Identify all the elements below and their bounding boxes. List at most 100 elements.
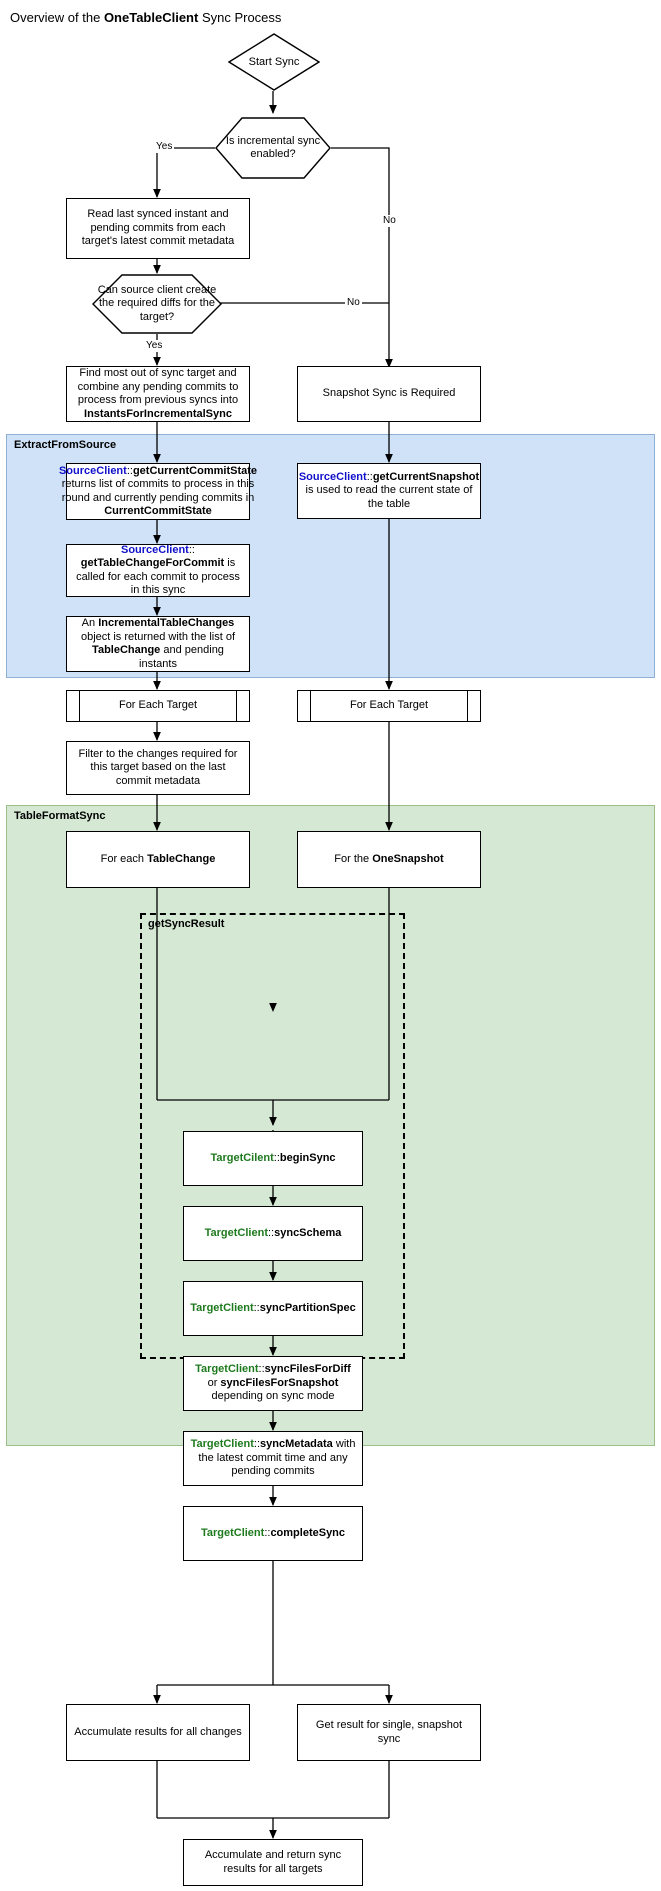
- tgt-class: TargetClient: [190, 1438, 254, 1451]
- page-title: Overview of the OneTableClient Sync Proc…: [10, 10, 281, 26]
- node-read-last-synced: Read last synced instant and pending com…: [66, 198, 250, 259]
- tgt-class: TargetClient: [204, 1226, 268, 1239]
- node-begin-sync-label: TargetCilent::beginSync: [210, 1152, 335, 1166]
- node-sync-partition-spec-label: TargetClient::syncPartitionSpec: [190, 1302, 355, 1316]
- src-method: getCurrentSnapshot: [372, 470, 480, 483]
- node-sync-schema-label: TargetClient::syncSchema: [205, 1227, 342, 1241]
- tgt-class: TargetCilent: [210, 1151, 274, 1164]
- tgt-method: syncPartitionSpec: [259, 1301, 356, 1314]
- itc-mid: object is returned with the list of: [80, 630, 236, 643]
- node-for-each-tablechange-label: For each TableChange: [101, 853, 216, 867]
- node-is-incremental-sync-enabled: Is incremental sync enabled?: [215, 117, 331, 179]
- edge-label-diffs-no: No: [345, 297, 362, 309]
- diamond-shape-icon: [228, 33, 320, 91]
- node-start-sync: Start Sync: [228, 33, 320, 91]
- node-get-current-snapshot-label: SourceClient::getCurrentSnapshot is used…: [299, 471, 479, 512]
- src-class: SourceClient: [298, 470, 367, 483]
- node-sync-schema: TargetClient::syncSchema: [183, 1206, 363, 1261]
- node-filter-changes-label: Filter to the changes required for this …: [78, 747, 238, 787]
- fetc-bold: TableChange: [147, 852, 216, 865]
- node-sync-metadata: TargetClient::syncMetadata with the late…: [183, 1431, 363, 1486]
- node-read-last-synced-label: Read last synced instant and pending com…: [81, 208, 235, 248]
- tgt-body: with the latest commit time and any pend…: [198, 1438, 356, 1478]
- fetc-pre: For each: [100, 852, 148, 865]
- src-sep: ::: [126, 464, 133, 477]
- src-class: SourceClient: [58, 464, 127, 477]
- src-sep: ::: [188, 543, 195, 556]
- itc-post: and pending instants: [139, 644, 224, 670]
- hexagon-shape-icon: [215, 117, 331, 179]
- itc-pre: An: [81, 617, 99, 629]
- node-for-each-tablechange: For each TableChange: [66, 831, 250, 888]
- find-line1: Find most out of sync target and combine…: [77, 367, 239, 406]
- node-complete-sync: TargetClient::completeSync: [183, 1506, 363, 1561]
- node-begin-sync: TargetCilent::beginSync: [183, 1131, 363, 1186]
- src-method: getTableChangeForCommit: [80, 557, 225, 569]
- node-get-current-snapshot: SourceClient::getCurrentSnapshot is used…: [297, 463, 481, 519]
- hexagon-shape-icon: [92, 274, 222, 334]
- node-for-each-target-right-label: For Each Target: [349, 699, 429, 712]
- itc-bold2: TableChange: [92, 644, 161, 656]
- node-accumulate-results-all-changes: Accumulate results for all changes: [66, 1704, 250, 1761]
- node-for-each-target-left-label: For Each Target: [118, 699, 198, 712]
- edge-label-incremental-yes: Yes: [154, 141, 175, 153]
- node-snapshot-sync-required-label: Snapshot Sync is Required: [322, 387, 456, 400]
- find-bold1: InstantsForIncrementalSync: [84, 407, 232, 420]
- title-emphasis: OneTableClient: [103, 10, 199, 25]
- tgt-sep: ::: [253, 1438, 261, 1451]
- src-body: is called for each commit to process in …: [76, 557, 240, 596]
- node-for-the-onesnapshot: For the OneSnapshot: [297, 831, 481, 888]
- tgt-sep: ::: [273, 1151, 280, 1164]
- node-get-current-commit-state-label: SourceClient::getCurrentCommitState retu…: [59, 465, 257, 519]
- node-incremental-table-changes: An IncrementalTableChanges object is ret…: [66, 616, 250, 672]
- edge-label-diffs-yes: Yes: [144, 340, 165, 352]
- tgt-method: syncFilesForDiff: [264, 1363, 351, 1376]
- tgt-sep: ::: [258, 1363, 265, 1376]
- itc-bold1: IncrementalTableChanges: [98, 617, 235, 629]
- node-can-source-client-create-diffs-label: Can source client create the required di…: [97, 283, 217, 323]
- group-label-get-sync-result: getSyncResult: [148, 918, 225, 930]
- node-accumulate-return-all-targets-label: Accumulate and return sync results for a…: [204, 1849, 342, 1875]
- node-for-each-target-right: For Each Target: [297, 690, 481, 722]
- node-incremental-table-changes-label: An IncrementalTableChanges object is ret…: [73, 617, 243, 671]
- ftos-pre: For the: [334, 852, 373, 865]
- tgt-method: beginSync: [279, 1151, 336, 1164]
- tgt-class: TargetClient: [200, 1526, 265, 1539]
- node-get-current-commit-state: SourceClient::getCurrentCommitState retu…: [59, 463, 257, 520]
- node-get-result-snapshot-sync: Get result for single, snapshot sync: [297, 1704, 481, 1761]
- node-accumulate-return-all-targets: Accumulate and return sync results for a…: [183, 1839, 363, 1886]
- node-sync-partition-spec: TargetClient::syncPartitionSpec: [183, 1281, 363, 1336]
- group-label-extract-from-source: ExtractFromSource: [14, 439, 117, 451]
- node-sync-files-label: TargetClient::syncFilesForDiff or syncFi…: [190, 1363, 356, 1404]
- tgt-sep: ::: [253, 1301, 260, 1314]
- src-body: is used to read the current state of the…: [305, 484, 473, 510]
- tgt-sep: ::: [267, 1226, 275, 1239]
- tgt-method: completeSync: [270, 1526, 346, 1539]
- node-complete-sync-label: TargetClient::completeSync: [201, 1527, 345, 1541]
- tgt-bold2: syncFilesForSnapshot: [220, 1376, 339, 1389]
- group-label-table-format-sync: TableFormatSync: [14, 810, 106, 822]
- node-get-result-snapshot-sync-label: Get result for single, snapshot sync: [315, 1719, 463, 1745]
- src-body: returns list of commits to process in th…: [61, 478, 255, 504]
- tgt-mid: or: [207, 1376, 221, 1389]
- group-table-format-sync: TableFormatSync: [6, 805, 655, 1446]
- edge-label-incremental-no: No: [381, 215, 398, 227]
- tgt-class: TargetClient: [190, 1301, 254, 1314]
- node-find-most-out-of-sync: Find most out of sync target and combine…: [66, 366, 250, 422]
- node-is-incremental-sync-enabled-label: Is incremental sync enabled?: [225, 134, 321, 161]
- node-find-most-out-of-sync-label: Find most out of sync target and combine…: [73, 367, 243, 421]
- tgt-sep: ::: [264, 1526, 271, 1539]
- title-prefix: Overview of the: [10, 10, 104, 25]
- node-get-table-change-for-commit-label: SourceClient::getTableChangeForCommit is…: [73, 544, 243, 598]
- tgt-class: TargetClient: [195, 1363, 259, 1376]
- node-filter-changes: Filter to the changes required for this …: [66, 741, 250, 795]
- node-for-each-target-left: For Each Target: [66, 690, 250, 722]
- node-can-source-client-create-diffs: Can source client create the required di…: [92, 274, 222, 334]
- node-get-table-change-for-commit: SourceClient::getTableChangeForCommit is…: [66, 544, 250, 597]
- node-sync-metadata-label: TargetClient::syncMetadata with the late…: [190, 1438, 356, 1479]
- tgt-method: syncMetadata: [260, 1438, 333, 1451]
- src-sep: ::: [366, 470, 373, 483]
- ftos-bold: OneSnapshot: [372, 852, 444, 865]
- node-sync-files: TargetClient::syncFilesForDiff or syncFi…: [183, 1356, 363, 1411]
